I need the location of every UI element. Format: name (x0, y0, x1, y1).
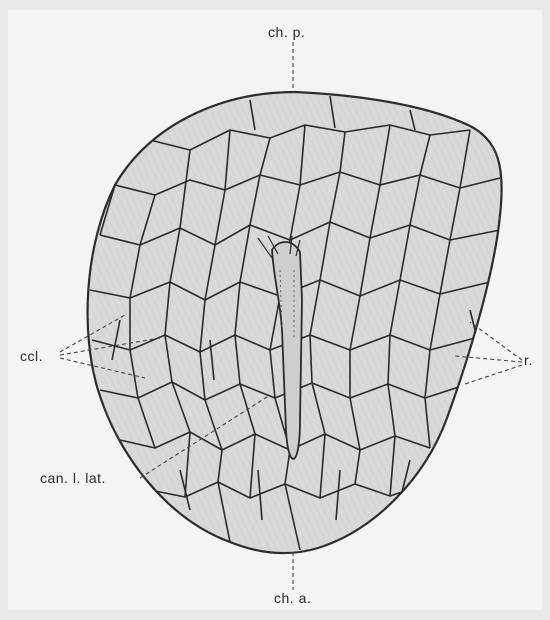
label-ch-a: ch. a. (274, 590, 311, 606)
label-can-l-lat: can. l. lat. (40, 470, 106, 486)
label-ch-p: ch. p. (268, 24, 305, 40)
label-ccl: ccl. (20, 348, 43, 364)
label-r: r. (524, 352, 533, 368)
